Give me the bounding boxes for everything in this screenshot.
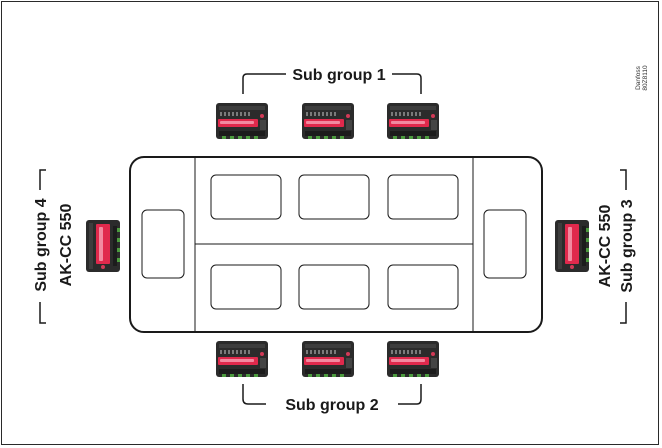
brand-label: Danfoss: [635, 65, 642, 90]
controller-icon: [387, 341, 439, 377]
drawing-code: 80Z8110: [642, 65, 649, 91]
right-controller-label: AK-CC 550: [597, 205, 614, 288]
sub-group-4-label: Sub group 4: [33, 198, 50, 291]
controller-icon: [216, 341, 268, 377]
sub-group-2-label: Sub group 2: [285, 397, 378, 414]
sub-group-3-label: Sub group 3: [619, 199, 636, 292]
controller-icon: [216, 103, 268, 139]
sub-group-2-controllers: [216, 341, 439, 377]
sub-group-1-label: Sub group 1: [292, 67, 385, 84]
sub-group-1-controllers: [216, 103, 439, 139]
case-compartments: [141, 174, 527, 310]
controller-icon: [302, 341, 354, 377]
controller-icon: [387, 103, 439, 139]
right-controller-icon: [555, 220, 589, 272]
left-controller-icon: [86, 220, 120, 272]
group-brackets: [39, 73, 627, 405]
left-controller-label: AK-CC 550: [58, 204, 75, 287]
controller-icon: [302, 103, 354, 139]
